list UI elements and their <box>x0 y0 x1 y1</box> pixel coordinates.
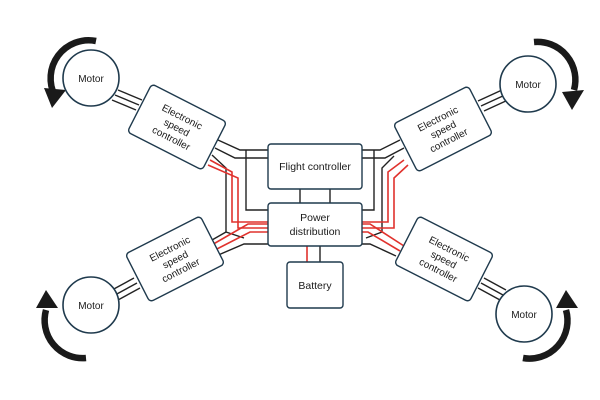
flight-controller: Flight controller <box>267 143 363 190</box>
fc-pd-wires <box>299 189 331 203</box>
wires <box>111 89 509 301</box>
rotation-arrow-icon <box>522 309 571 362</box>
power-distribution-label-line-2: distribution <box>290 226 341 238</box>
rotation-arrow-icon <box>41 309 87 362</box>
esc-top-right: Electronic speed controller <box>393 86 493 172</box>
rotation-arrow-br <box>522 290 578 362</box>
motor-label: Motor <box>78 74 104 85</box>
right-esc-wires <box>362 139 409 257</box>
power-distribution: Power distribution <box>267 202 363 247</box>
rotation-arrow-icon <box>47 37 97 98</box>
battery: Battery <box>286 261 344 309</box>
power-distribution-label-line-1: Power <box>300 212 330 224</box>
motor-top-left: Motor <box>62 49 120 107</box>
motor-top-right: Motor <box>499 55 557 113</box>
motor-bottom-left: Motor <box>62 276 120 334</box>
left-esc-wires <box>207 139 268 257</box>
motor-esc-wires-tr <box>477 89 509 112</box>
motor-esc-wires-br <box>477 277 507 301</box>
rotation-arrow-bl <box>36 290 87 362</box>
motor-esc-wires-bl <box>111 277 141 301</box>
rotation-arrow-tr <box>533 38 584 110</box>
rotation-arrow-tl <box>44 37 97 108</box>
flight-controller-label: Flight controller <box>279 161 351 173</box>
esc-bottom-left: Electronic speed controller <box>125 216 225 302</box>
motor-label: Motor <box>511 310 537 321</box>
rotation-arrow-icon <box>533 38 579 91</box>
esc-top-left: Electronic speed controller <box>127 84 227 170</box>
battery-label: Battery <box>298 280 332 292</box>
motor-label: Motor <box>515 80 541 91</box>
motor-esc-wires-tl <box>111 89 143 111</box>
motor-label: Motor <box>78 301 104 312</box>
motor-bottom-right: Motor <box>495 285 553 343</box>
esc-bottom-right: Electronic speed controller <box>394 216 494 302</box>
pd-battery-wires <box>306 246 321 262</box>
